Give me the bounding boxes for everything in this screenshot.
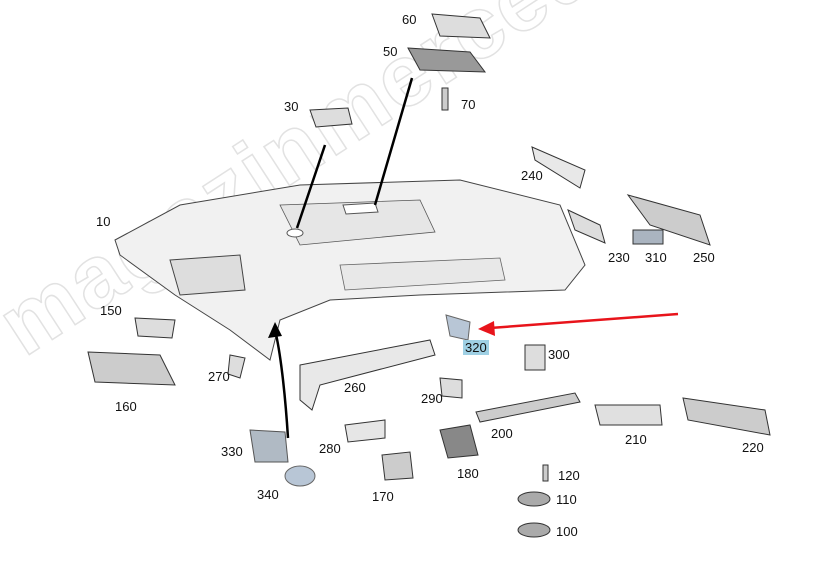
part-210-shape [594,404,663,426]
label-200[interactable]: 200 [491,426,513,441]
label-290[interactable]: 290 [421,391,443,406]
part-50-shape [407,47,487,73]
part-290-shape [439,377,463,399]
label-330[interactable]: 330 [221,444,243,459]
part-330-shape [249,429,289,463]
label-340[interactable]: 340 [257,487,279,502]
part-240-shape [531,146,586,189]
label-160[interactable]: 160 [115,399,137,414]
part-150-shape [134,317,176,339]
label-60[interactable]: 60 [402,12,417,27]
label-300[interactable]: 300 [548,347,570,362]
label-150[interactable]: 150 [100,303,122,318]
part-30-shape [309,107,353,128]
label-50[interactable]: 50 [383,44,398,59]
label-250[interactable]: 250 [693,250,715,265]
part-320-shape [445,314,471,341]
part-110-shape [517,491,551,507]
label-100[interactable]: 100 [556,524,578,539]
part-260-shape [299,339,436,411]
part-60-shape [431,13,491,39]
label-110[interactable]: 110 [556,492,577,507]
label-310[interactable]: 310 [645,250,667,265]
label-260[interactable]: 260 [344,380,366,395]
label-220[interactable]: 220 [742,440,764,455]
label-30[interactable]: 30 [284,99,299,114]
part-180-shape [439,424,479,459]
part-70-shape [441,87,449,111]
part-310-shape [632,229,664,245]
part-120-shape [542,464,549,482]
label-120[interactable]: 120 [558,468,580,483]
part-160-shape [87,351,176,386]
part-340-shape [284,465,316,487]
label-180[interactable]: 180 [457,466,479,481]
part-300-shape [524,344,546,371]
label-270[interactable]: 270 [208,369,230,384]
label-170[interactable]: 170 [372,489,394,504]
part-250-shape [626,194,711,246]
label-10[interactable]: 10 [96,214,111,229]
label-70[interactable]: 70 [461,97,476,112]
part-220-shape [682,397,771,436]
part-270-shape [227,354,246,379]
part-100-shape [517,522,551,538]
label-240[interactable]: 240 [521,168,543,183]
label-230[interactable]: 230 [608,250,630,265]
part-200-shape [475,392,581,423]
label-280[interactable]: 280 [319,441,341,456]
part-170-shape [381,451,414,481]
part-280-shape [344,419,386,443]
label-210[interactable]: 210 [625,432,647,447]
part-230-shape [567,209,606,244]
label-320-selected[interactable]: 320 [463,340,489,355]
